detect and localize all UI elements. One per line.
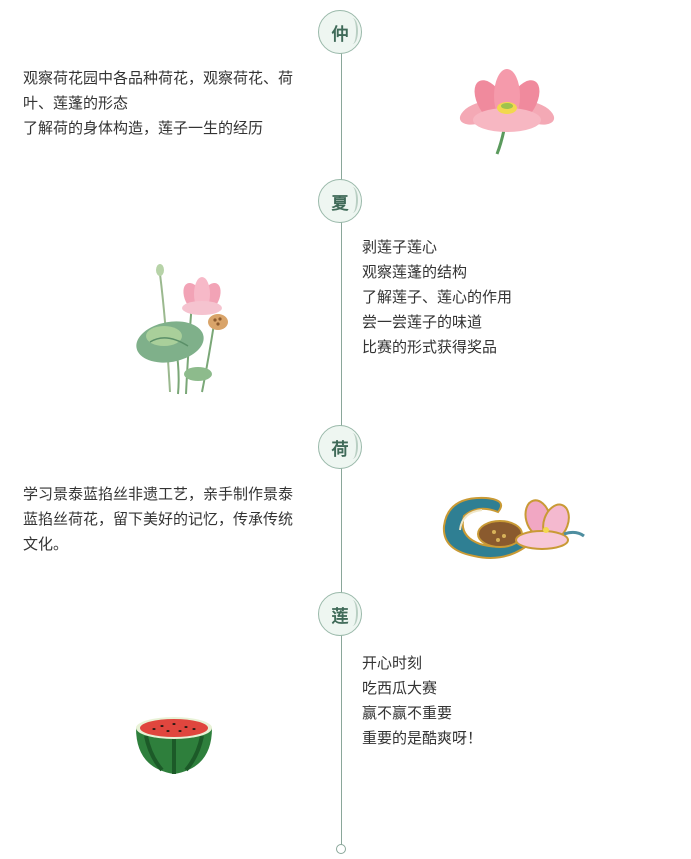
section-2-text: 剥莲子莲心 观察莲蓬的结构 了解莲子、莲心的作用 尝一尝莲子的味道 比赛的形式获… [362,235,662,360]
lotus-pod-icon [136,264,228,395]
section-4-line-1: 开心时刻 [362,654,423,672]
section-1-line-1: 观察荷花园中各品种荷花，观察荷花、荷 [23,69,294,87]
node-label-3: 荷 [331,439,349,460]
timeline-node-1: 仲 [318,10,362,54]
section-4-text: 开心时刻 吃西瓜大赛 赢不赢不重要 重要的是酷爽呀！ [362,651,662,751]
timeline-node-2: 夏 [318,179,362,223]
node-label-1: 仲 [331,24,349,45]
section-2-line-4: 尝一尝莲子的味道 [362,313,483,331]
section-3-line-1: 学习景泰蓝掐丝非遗工艺，亲手制作景泰 [23,485,294,503]
section-4-line-3: 赢不赢不重要 [362,704,453,722]
section-3-line-2: 蓝掐丝荷花，留下美好的记忆，传承传统 [23,510,294,528]
section-4-line-2: 吃西瓜大赛 [362,679,438,697]
timeline-node-4: 莲 [318,592,362,636]
cloisonne-lotus-icon [442,496,585,559]
node-label-2: 夏 [331,193,349,214]
section-3-text: 学习景泰蓝掐丝非遗工艺，亲手制作景泰 蓝掐丝荷花，留下美好的记忆，传承传统 文化… [23,482,328,557]
section-1-line-2: 叶、莲蓬的形态 [23,94,129,112]
section-1-text: 观察荷花园中各品种荷花，观察荷花、荷 叶、莲蓬的形态 了解荷的身体构造，莲子一生… [23,66,328,141]
section-3-line-3: 文化。 [23,535,69,553]
timeline-node-3: 荷 [318,425,362,469]
section-2-line-3: 了解莲子、莲心的作用 [362,288,513,306]
timeline-end-dot [336,844,346,854]
lotus-flower-icon [459,69,555,155]
section-4-line-4: 重要的是酷爽呀！ [362,729,483,747]
node-label-4: 莲 [331,606,349,627]
section-2-line-1: 剥莲子莲心 [362,238,438,256]
section-2-line-2: 观察莲蓬的结构 [362,263,468,281]
section-1-line-3: 了解荷的身体构造，莲子一生的经历 [23,119,264,137]
section-2-line-5: 比赛的形式获得奖品 [362,338,498,356]
watermelon-icon [136,717,212,774]
